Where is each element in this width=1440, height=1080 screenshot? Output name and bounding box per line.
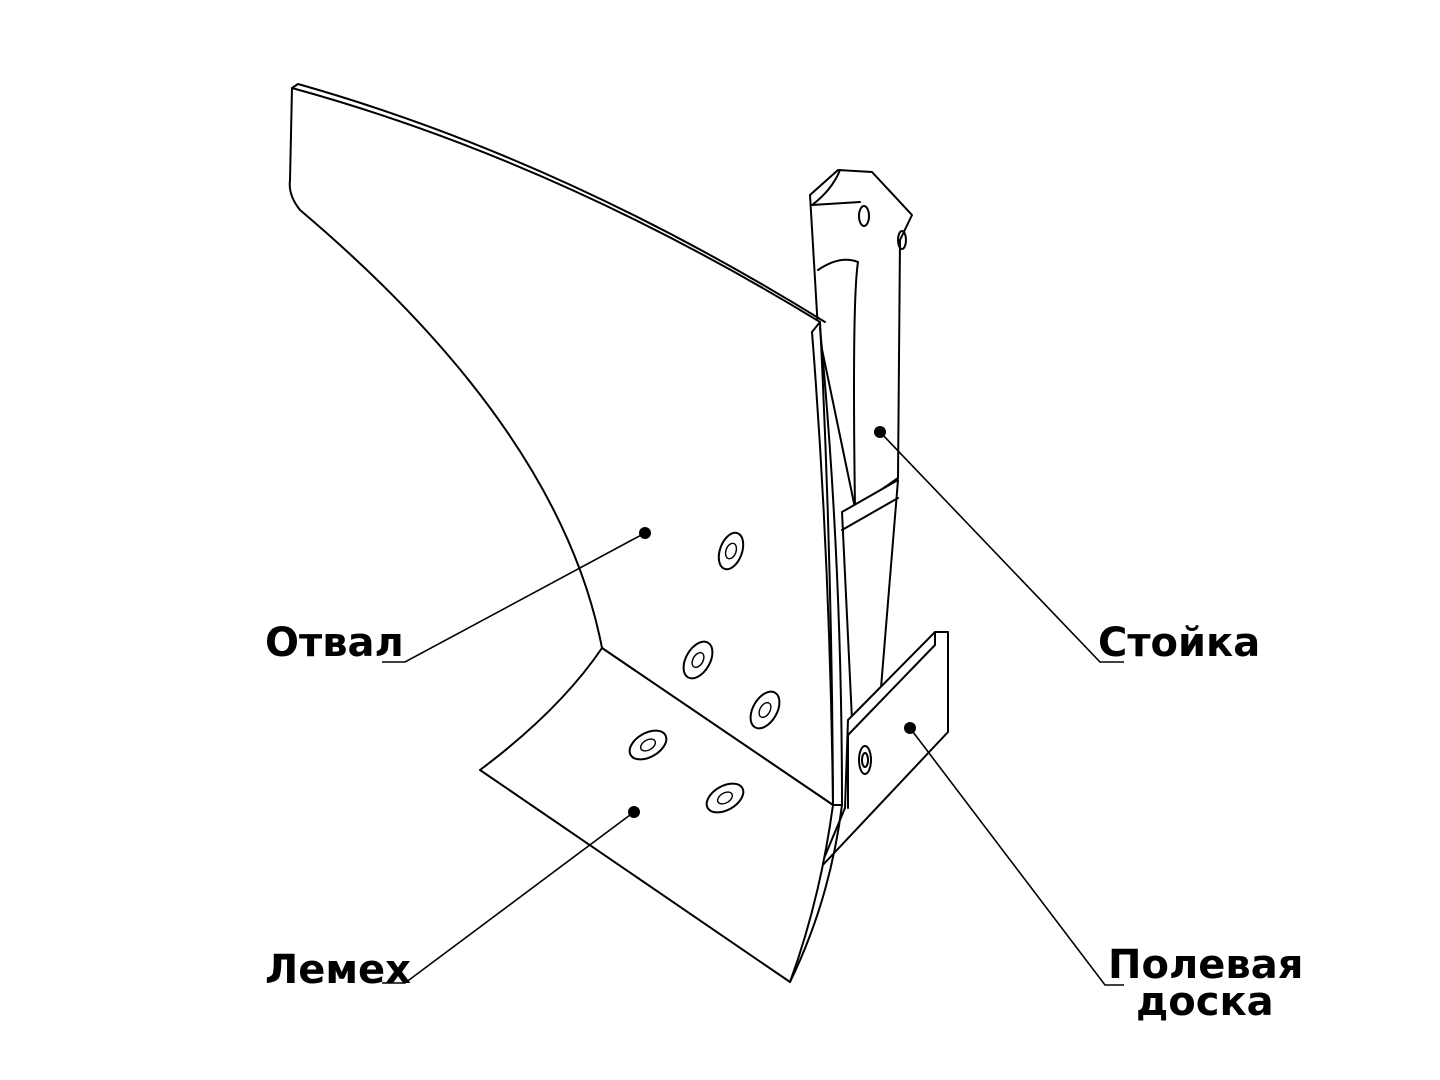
leader-moldboard	[382, 527, 651, 663]
leader-landside	[904, 722, 1124, 986]
label-landside-line2: доска	[1136, 979, 1274, 1025]
label-share: Лемех	[265, 947, 411, 993]
bolt-icon	[682, 640, 714, 680]
bolt-icon	[705, 782, 745, 814]
label-moldboard: Отвал	[265, 620, 404, 666]
bolt-icon	[717, 531, 745, 571]
label-landside-line1: Полевая	[1108, 942, 1303, 988]
bolt-icon	[628, 729, 668, 761]
leader-share	[382, 806, 640, 984]
landside	[819, 631, 949, 869]
label-standard: Стойка	[1098, 620, 1260, 666]
leader-standard	[874, 426, 1124, 663]
share	[479, 647, 843, 983]
bolt-hole-icon	[858, 205, 870, 227]
standard	[809, 169, 913, 721]
bolt-hole-icon	[897, 230, 907, 250]
bolt-icon	[749, 690, 781, 730]
bolt-icon	[858, 745, 872, 775]
moldboard	[288, 83, 843, 806]
